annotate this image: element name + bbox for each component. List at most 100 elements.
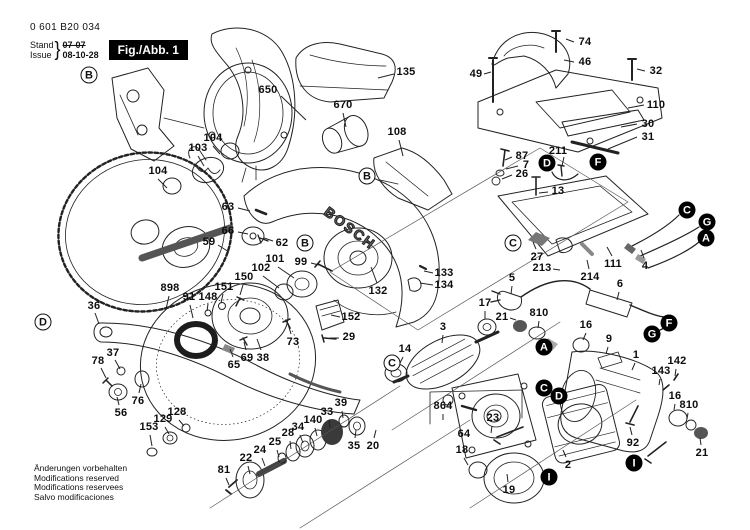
- callout-letter-I: I: [625, 454, 643, 472]
- part-label-135: 135: [396, 66, 416, 78]
- carry-handle-drawing: [491, 32, 571, 89]
- part-label-810: 810: [679, 399, 699, 411]
- callout-letter-C: C: [678, 201, 696, 219]
- dust-bag-drawing: [210, 27, 296, 171]
- part-label-19: 19: [502, 484, 516, 496]
- elbow-tube-drawing: [295, 42, 396, 103]
- part-label-3: 3: [439, 321, 447, 333]
- part-label-64: 64: [457, 428, 471, 440]
- part-label-32: 32: [649, 65, 663, 77]
- part-label-35: 35: [347, 440, 361, 452]
- part-label-73: 73: [286, 336, 300, 348]
- base-plate-drawing: [477, 69, 663, 153]
- part-label-99: 99: [294, 256, 308, 268]
- field-drawing: [541, 383, 621, 464]
- part-label-38: 38: [256, 352, 270, 364]
- part-label-59: 59: [202, 236, 216, 248]
- figure-badge: Fig./Abb. 1: [108, 39, 188, 60]
- part-label-33: 33: [320, 406, 334, 418]
- pivot-bracket-drawing: [111, 67, 175, 162]
- callout-letter-B: B: [358, 167, 376, 185]
- brace-glyph: }: [54, 37, 61, 61]
- callout-letter-B: B: [80, 66, 98, 84]
- part-label-28: 28: [281, 427, 295, 439]
- title-block: 0 601 B20 034 Stand Issue } 07-07 08-10-…: [30, 22, 188, 60]
- part-label-39: 39: [334, 397, 348, 409]
- part-label-134: 134: [434, 279, 454, 291]
- part-label-92: 92: [626, 437, 640, 449]
- part-label-27: 27: [530, 251, 544, 263]
- motor-housing-drawing: [560, 350, 664, 453]
- part-label-18: 18: [455, 444, 469, 456]
- part-label-22: 22: [239, 452, 253, 464]
- part-label-4: 4: [641, 260, 649, 272]
- part-label-1: 1: [632, 349, 640, 361]
- part-label-66: 66: [221, 225, 235, 237]
- part-label-104: 104: [203, 132, 223, 144]
- part-label-108: 108: [387, 126, 407, 138]
- callout-letter-D: D: [550, 387, 568, 405]
- part-label-46: 46: [578, 56, 592, 68]
- part-label-102: 102: [251, 262, 271, 274]
- sub-base-drawing: [497, 175, 649, 257]
- part-label-21: 21: [495, 311, 509, 323]
- part-label-16: 16: [668, 390, 682, 402]
- part-label-31: 31: [641, 131, 655, 143]
- part-label-23: 23: [486, 412, 500, 424]
- old-date: 07-07: [62, 39, 86, 50]
- part-label-142: 142: [667, 355, 687, 367]
- callout-letter-C: C: [535, 379, 553, 397]
- part-label-24: 24: [253, 444, 267, 456]
- part-label-140: 140: [303, 414, 323, 426]
- part-label-898: 898: [160, 282, 180, 294]
- part-label-34: 34: [291, 421, 305, 433]
- part-label-864: 864: [433, 400, 453, 412]
- part-label-74: 74: [578, 36, 592, 48]
- callout-letter-F: F: [589, 153, 607, 171]
- part-label-2: 2: [564, 459, 572, 471]
- part-label-91: 91: [182, 291, 196, 303]
- part-label-37: 37: [106, 347, 120, 359]
- part-label-78: 78: [91, 355, 105, 367]
- notice-line: Änderungen vorbehalten: [34, 463, 128, 473]
- part-label-21: 21: [695, 447, 709, 459]
- callout-letter-B: B: [296, 234, 314, 252]
- callout-letter-C: C: [504, 234, 522, 252]
- part-label-76: 76: [131, 395, 145, 407]
- callout-letter-D: D: [34, 313, 52, 331]
- part-label-213: 213: [532, 262, 552, 274]
- notice-line: Modifications reserved: [34, 472, 120, 483]
- part-label-14: 14: [398, 343, 412, 355]
- part-label-7: 7: [522, 159, 530, 171]
- part-label-111: 111: [604, 258, 622, 270]
- part-label-670: 670: [333, 99, 353, 111]
- part-label-150: 150: [234, 271, 254, 283]
- callout-letter-D: D: [538, 154, 556, 172]
- part-label-30: 30: [641, 118, 655, 130]
- part-label-65: 65: [227, 359, 241, 371]
- notice-line: Modifications reservees: [34, 482, 124, 492]
- part-label-133: 133: [434, 267, 454, 279]
- legal-notices: Änderungen vorbehalten Modifications res…: [34, 463, 128, 502]
- callout-letter-A: A: [697, 229, 715, 247]
- part-label-129: 129: [153, 413, 173, 425]
- part-label-6: 6: [616, 278, 624, 290]
- part-label-13: 13: [551, 185, 565, 197]
- gear-housing-drawing: [451, 373, 537, 459]
- part-label-25: 25: [268, 436, 282, 448]
- part-label-128: 128: [167, 406, 187, 418]
- part-label-63: 63: [221, 201, 235, 213]
- issue-dates: 07-07 08-10-28: [63, 40, 99, 60]
- part-label-26: 26: [515, 168, 529, 180]
- part-label-56: 56: [114, 407, 128, 419]
- issue-labels: Stand Issue: [30, 39, 54, 60]
- callout-letter-C: C: [383, 354, 401, 372]
- lower-guard-drawing: [139, 283, 317, 441]
- deflector-drawing: [373, 147, 453, 211]
- mount-ring-drawing: [203, 62, 293, 164]
- part-label-69: 69: [240, 352, 254, 364]
